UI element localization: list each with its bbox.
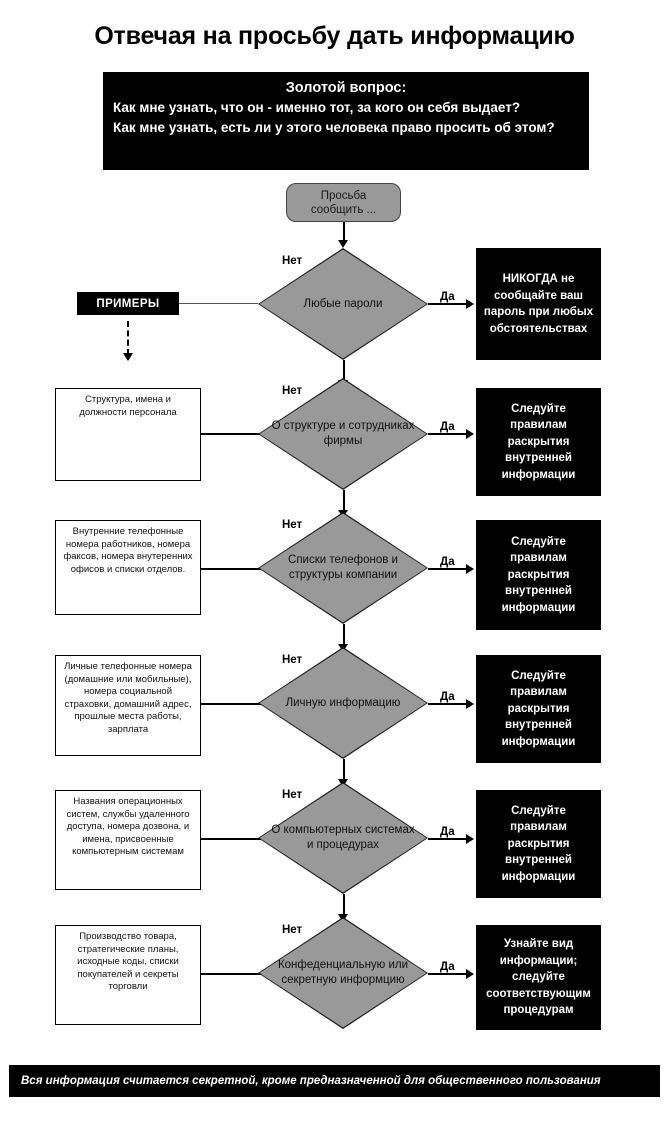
examples-tag: ПРИМЕРЫ (77, 292, 179, 315)
edge-label-yes-3: Да (440, 556, 455, 568)
connector-example-4-to-decision-4 (201, 703, 263, 705)
decision-diamond-1: Любые пароли (258, 248, 428, 360)
decision-diamond-2-label: О структуре и сотрудниках фирмы (271, 420, 415, 447)
arrow-decision-2-to-outcome-2-icon (466, 429, 474, 439)
examples-tag-label: ПРИМЕРЫ (96, 297, 160, 310)
connector-decision-3-to-outcome-3 (428, 568, 470, 570)
decision-diamond-5: О компьютерных системах и процедурах (258, 782, 428, 894)
connector-decision-6-to-outcome-6 (428, 973, 470, 975)
footer-text: Вся информация считается секретной, кром… (21, 1075, 601, 1087)
arrow-decision-5-to-outcome-5-icon (466, 834, 474, 844)
start-node: Просьба сообщить ... (286, 183, 401, 222)
outcome-box-3: Следуйте правилам раскрытия внутренней и… (476, 520, 601, 630)
connector-example-5-to-decision-5 (201, 838, 263, 840)
connector-decision-5-to-decision-6 (343, 894, 345, 916)
example-box-5: Названия операционных систем, службы уда… (55, 790, 201, 890)
edge-label-yes-4: Да (440, 691, 455, 703)
decision-diamond-3-label: Списки телефонов и структуры компании (288, 554, 398, 581)
connector-decision-3-to-decision-4 (343, 624, 345, 646)
arrow-decision-3-to-outcome-3-icon (466, 564, 474, 574)
edge-label-no-1: Нет (282, 255, 303, 267)
outcome-box-5: Следуйте правилам раскрытия внутренней и… (476, 790, 601, 898)
edge-label-no-4: Нет (282, 654, 303, 666)
edge-label-yes-2: Да (440, 421, 455, 433)
golden-question-line-2: Как мне узнать, есть ли у этого человека… (113, 120, 555, 135)
connector-decision-2-to-decision-3 (343, 490, 345, 512)
decision-diamond-6-label: Конфеденциальную или секретную информцию (277, 959, 409, 986)
connector-example-6-to-decision-6 (201, 973, 263, 975)
dashed-connector-examples (127, 321, 129, 355)
outcome-box-4: Следуйте правилам раскрытия внутренней и… (476, 655, 601, 763)
edge-label-no-6: Нет (282, 924, 303, 936)
page-title: Отвечая на просьбу дать информацию (94, 22, 575, 50)
footer-bar: Вся информация считается секретной, кром… (9, 1065, 660, 1097)
example-box-3: Внутренние телефонные номера работников,… (55, 520, 201, 615)
arrow-decision-6-to-outcome-6-icon (466, 969, 474, 979)
outcome-box-2: Следуйте правилам раскрытия внутренней и… (476, 388, 601, 496)
connector-decision-5-to-outcome-5 (428, 838, 470, 840)
edge-label-yes-5: Да (440, 826, 455, 838)
connector-decision-1-to-outcome-1 (428, 303, 470, 305)
connector-example-3-to-decision-3 (201, 568, 263, 570)
decision-diamond-3: Списки телефонов и структуры компании (258, 512, 428, 624)
edge-label-yes-1: Да (440, 291, 455, 303)
edge-label-yes-6: Да (440, 961, 455, 973)
decision-diamond-6: Конфеденциальную или секретную информцию (258, 917, 428, 1029)
outcome-box-6: Узнайте вид информации; следуйте соответ… (476, 925, 601, 1030)
decision-diamond-5-label: О компьютерных системах и процедурах (271, 824, 415, 851)
arrow-decision-1-to-outcome-1-icon (466, 299, 474, 309)
edge-label-no-3: Нет (282, 519, 303, 531)
connector-decision-4-to-decision-5 (343, 759, 345, 781)
connector-start-to-decision-1 (343, 222, 345, 242)
arrow-decision-4-to-outcome-4-icon (466, 699, 474, 709)
example-box-4: Личные телефонные номера (домашние или м… (55, 655, 201, 756)
connector-example-2-to-decision-2 (201, 433, 263, 435)
connector-decision-2-to-outcome-2 (428, 433, 470, 435)
connector-examples-tag-to-decision-1 (179, 303, 258, 305)
edge-label-no-2: Нет (282, 385, 303, 397)
arrow-start-to-decision-1-icon (338, 240, 348, 248)
decision-diamond-1-label: Любые пароли (303, 297, 383, 310)
outcome-box-1: НИКОГДА не сообщайте ваш пароль при любы… (476, 248, 601, 360)
golden-question-panel: Золотой вопрос: Как мне узнать, что он -… (103, 72, 589, 170)
decision-diamond-4-label: Личную информацию (285, 696, 401, 709)
decision-diamond-4: Личную информацию (258, 647, 428, 759)
example-box-6: Производство товара, стратегические план… (55, 925, 201, 1025)
decision-diamond-2: О структуре и сотрудниках фирмы (258, 378, 428, 490)
connector-decision-4-to-outcome-4 (428, 703, 470, 705)
edge-label-no-5: Нет (282, 789, 303, 801)
example-box-2: Структура, имена и должности персонала (55, 388, 201, 481)
start-node-line-1: Просьба (320, 189, 367, 202)
arrow-examples-down-icon (123, 353, 133, 361)
golden-question-heading: Золотой вопрос: (285, 80, 407, 96)
connector-decision-1-to-decision-2 (343, 360, 345, 382)
golden-question-line-1: Как мне узнать, что он - именно тот, за … (113, 100, 521, 115)
start-node-line-2: сообщить ... (310, 203, 377, 216)
